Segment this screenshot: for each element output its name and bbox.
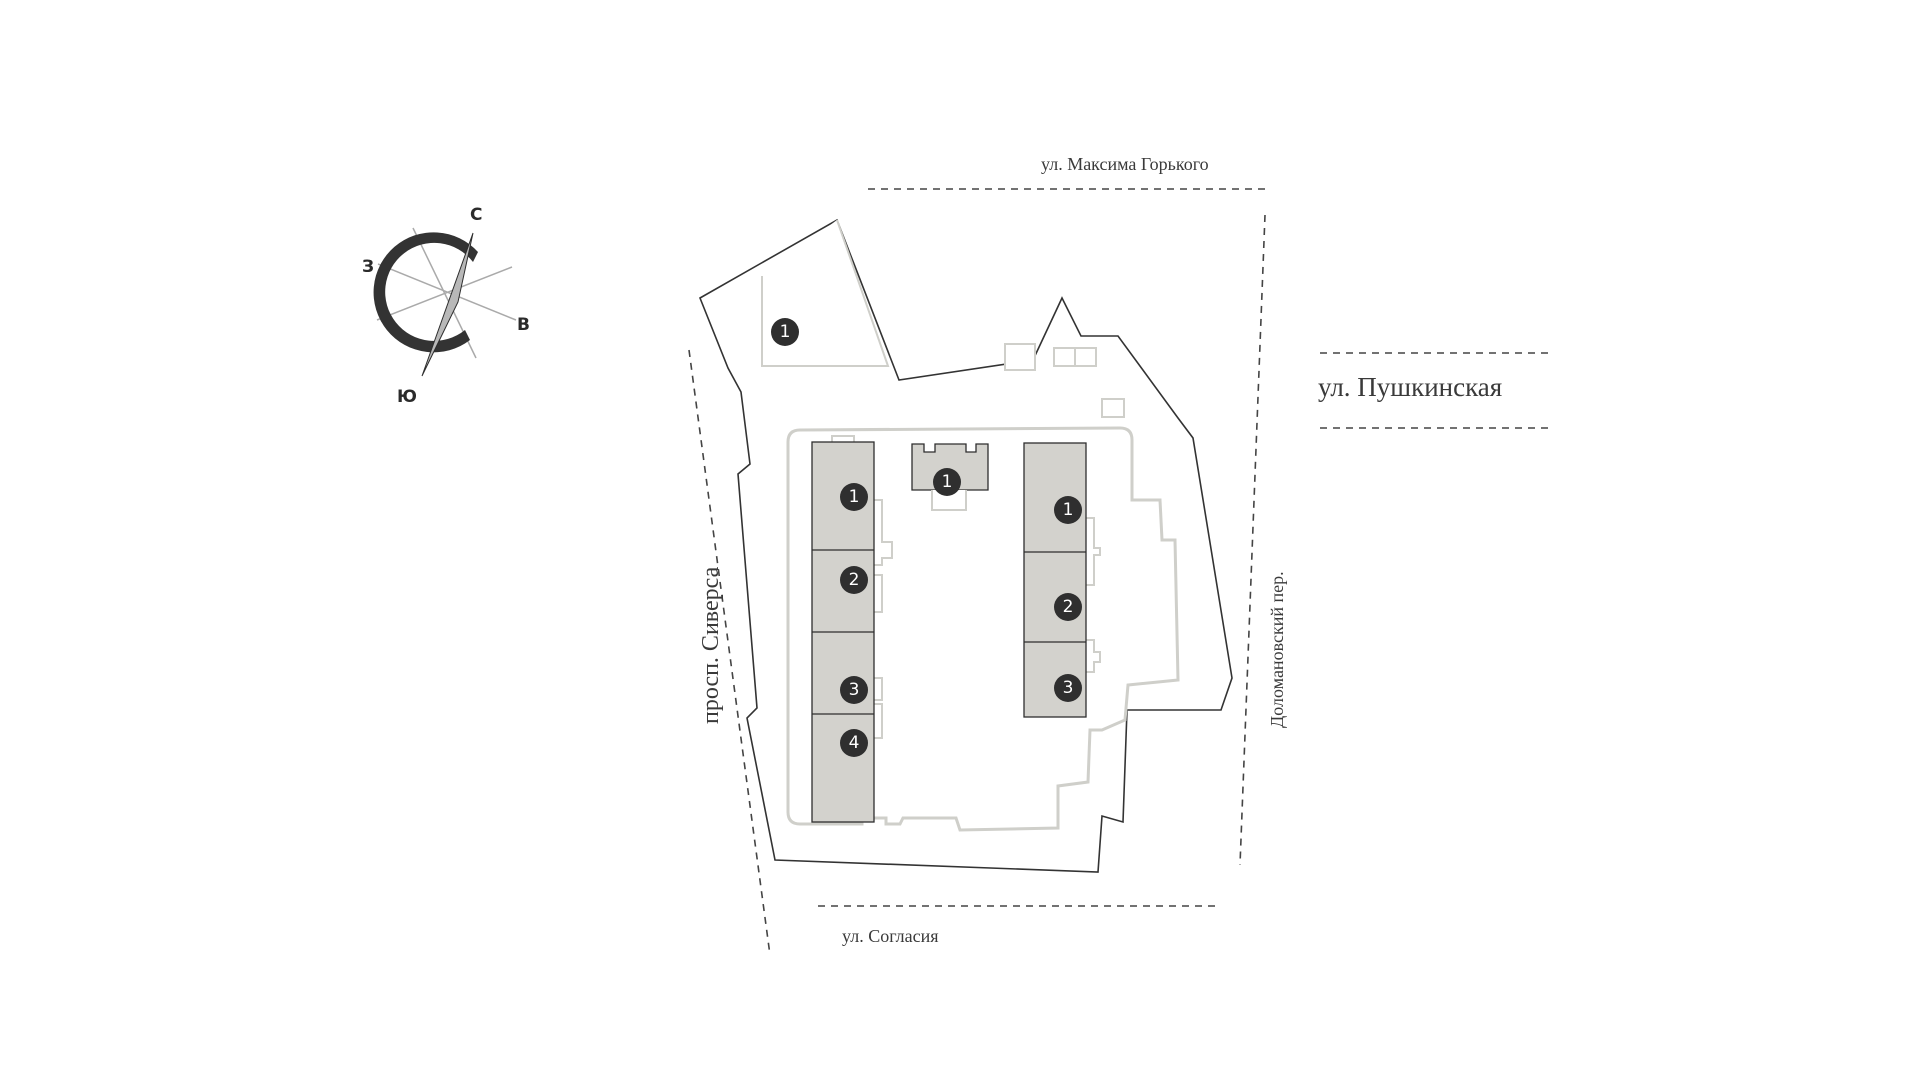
compass-line-c — [377, 263, 517, 321]
street-label-east-near: Доломановский пер. — [1267, 571, 1287, 728]
center-building-porch — [931, 490, 967, 511]
west-tower-annex-4 — [874, 703, 883, 739]
section-badge-circle — [840, 483, 868, 511]
section-badge-circle — [840, 676, 868, 704]
courtyard-path-loop — [786, 426, 1180, 832]
compass-south-label: Ю — [397, 387, 417, 407]
street-label-west: просп. Сиверса — [698, 566, 724, 724]
east-tower-body — [1023, 442, 1087, 718]
compass-west-label: З — [362, 257, 374, 277]
east-tower-annex-2 — [1086, 639, 1101, 673]
section-badge-label: 1 — [1063, 500, 1074, 520]
west-tower-annex-2 — [874, 574, 883, 613]
street-line-west — [688, 349, 771, 956]
section-badge-circle — [1054, 496, 1082, 524]
section-badge-east-3[interactable]: 3 — [1054, 674, 1082, 702]
east-tower-annex-1 — [1086, 517, 1101, 586]
section-badge-east-1[interactable]: 1 — [1054, 496, 1082, 524]
compass-rose-icon: С В Ю З — [362, 205, 530, 407]
section-badge-circle — [1054, 674, 1082, 702]
compass-line-b — [376, 266, 513, 321]
section-badge-circle — [840, 566, 868, 594]
section-badge-circle — [1054, 593, 1082, 621]
section-badge-label: 1 — [942, 472, 953, 492]
service-structure-c — [1101, 398, 1125, 418]
building-east-tower — [1023, 442, 1087, 718]
compass-arc-icon — [373, 232, 478, 353]
west-tower-annex-3 — [874, 677, 883, 701]
street-label-east-far: ул. Пушкинская — [1318, 372, 1502, 402]
section-badge-label: 2 — [1063, 597, 1074, 617]
service-structure-a — [1004, 343, 1036, 371]
section-badge-circle — [840, 729, 868, 757]
section-badge-label: 1 — [780, 322, 791, 342]
section-badge-circle — [771, 318, 799, 346]
section-badge-label: 1 — [849, 487, 860, 507]
section-badge-west-4[interactable]: 4 — [840, 729, 868, 757]
section-badge-label: 3 — [1063, 678, 1074, 698]
section-badge-label: 3 — [849, 680, 860, 700]
section-badge-center-1[interactable]: 1 — [933, 468, 961, 496]
street-label-north: ул. Максима Горького — [1041, 154, 1209, 174]
section-badge-west-1[interactable]: 1 — [840, 483, 868, 511]
street-line-east-near — [1239, 214, 1266, 866]
street-label-south: ул. Согласия — [842, 926, 939, 946]
section-badge-west-3[interactable]: 3 — [840, 676, 868, 704]
section-badge-label: 4 — [849, 733, 860, 753]
compass-needle-south-icon — [421, 232, 474, 377]
section-badge-circle — [933, 468, 961, 496]
center-building-body — [911, 443, 989, 491]
section-badge-west-2[interactable]: 2 — [840, 566, 868, 594]
section-badge-label: 2 — [849, 570, 860, 590]
compass-east-label: В — [517, 315, 530, 335]
section-badge-nw[interactable]: 1 — [771, 318, 799, 346]
west-tower-annex-1 — [874, 499, 893, 566]
compass-north-label: С — [470, 205, 482, 225]
section-badge-east-2[interactable]: 2 — [1054, 593, 1082, 621]
building-center-small — [911, 443, 989, 511]
west-tower-annex-top — [831, 435, 855, 442]
